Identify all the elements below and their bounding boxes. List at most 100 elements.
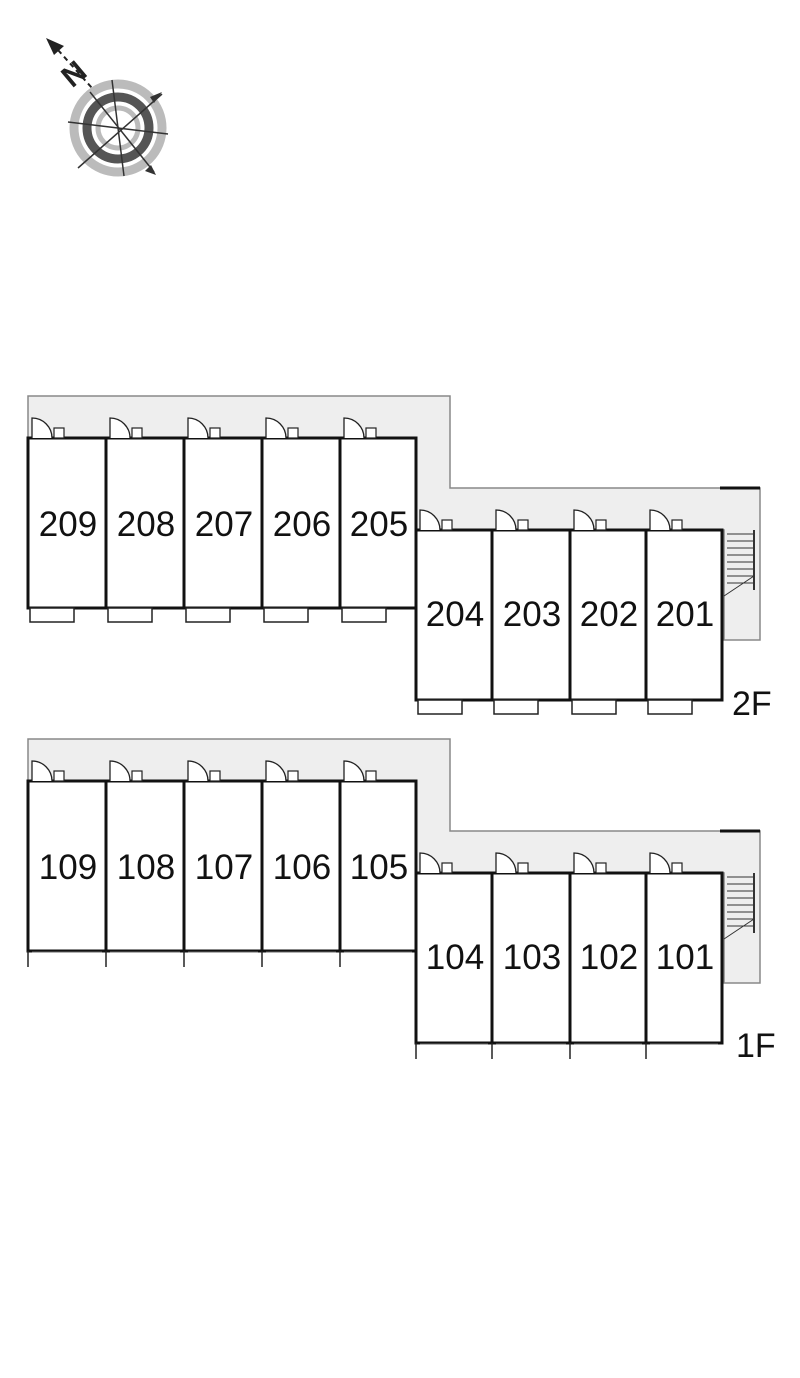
meter-box-icon: [209, 770, 221, 782]
unit-label-106: 106: [273, 848, 331, 887]
meter-box-icon: [441, 519, 453, 531]
door-icon: [649, 852, 671, 874]
unit-204: 204: [414, 509, 494, 715]
unit-203: 203: [490, 509, 572, 715]
unit-label-201: 201: [656, 595, 714, 634]
unit-wall: [260, 779, 342, 953]
unit-wall: [414, 528, 494, 702]
unit-wall: [338, 779, 418, 953]
compass-north-label: N: [55, 55, 93, 94]
meter-box-icon: [517, 519, 529, 531]
balcony: [107, 607, 153, 623]
balcony: [185, 607, 231, 623]
unit-109: 109: [26, 760, 108, 967]
door-icon: [31, 417, 53, 439]
door-icon: [343, 417, 365, 439]
stair-edge: [723, 918, 755, 940]
meter-box-icon: [53, 770, 65, 782]
unit-label-103: 103: [503, 938, 561, 977]
meter-box-icon: [287, 770, 299, 782]
door-icon: [343, 760, 365, 782]
balcony: [29, 607, 75, 623]
door-icon: [109, 417, 131, 439]
meter-box-icon: [365, 770, 377, 782]
unit-label-105: 105: [350, 848, 408, 887]
unit-label-101: 101: [656, 938, 714, 977]
unit-wall: [26, 779, 108, 953]
meter-box-icon: [287, 427, 299, 439]
stairs-icon: [723, 530, 755, 597]
door-icon: [265, 417, 287, 439]
unit-206: 206: [260, 417, 342, 623]
meter-box-icon: [517, 862, 529, 874]
door-icon: [187, 417, 209, 439]
meter-box-icon: [209, 427, 221, 439]
unit-105: 105: [338, 760, 418, 967]
unit-102: 102: [568, 852, 648, 1059]
unit-wall: [644, 528, 724, 702]
meter-box-icon: [671, 862, 683, 874]
unit-label-102: 102: [580, 938, 638, 977]
meter-box-icon: [595, 519, 607, 531]
unit-103: 103: [490, 852, 572, 1059]
meter-box-icon: [441, 862, 453, 874]
unit-wall: [568, 528, 648, 702]
unit-wall: [104, 436, 186, 610]
unit-wall: [104, 779, 186, 953]
unit-wall: [182, 779, 264, 953]
compass-rose-icon: N: [46, 38, 169, 177]
unit-wall: [182, 436, 264, 610]
unit-wall: [260, 436, 342, 610]
meter-box-icon: [671, 519, 683, 531]
door-icon: [495, 509, 517, 531]
floor-1f-plan: 109 108 107 106 105 104 103 102 101: [26, 738, 761, 1059]
door-icon: [419, 852, 441, 874]
unit-208: 208: [104, 417, 186, 623]
unit-wall: [644, 871, 724, 1045]
door-icon: [419, 509, 441, 531]
stair-edge: [723, 575, 755, 597]
unit-label-107: 107: [195, 848, 253, 887]
door-icon: [649, 509, 671, 531]
unit-207: 207: [182, 417, 264, 623]
balcony: [263, 607, 309, 623]
door-icon: [495, 852, 517, 874]
meter-box-icon: [365, 427, 377, 439]
unit-label-209: 209: [39, 505, 97, 544]
unit-104: 104: [414, 852, 494, 1059]
unit-202: 202: [568, 509, 648, 715]
floor-label-1f: 1F: [736, 1027, 776, 1065]
meter-box-icon: [131, 427, 143, 439]
unit-wall: [338, 436, 418, 610]
door-icon: [31, 760, 53, 782]
unit-label-203: 203: [503, 595, 561, 634]
door-icon: [187, 760, 209, 782]
meter-box-icon: [131, 770, 143, 782]
meter-box-icon: [595, 862, 607, 874]
unit-label-104: 104: [426, 938, 484, 977]
unit-label-206: 206: [273, 505, 331, 544]
unit-209: 209: [26, 417, 108, 623]
unit-107: 107: [182, 760, 264, 967]
unit-wall: [26, 436, 108, 610]
balcony: [647, 699, 693, 715]
door-icon: [109, 760, 131, 782]
meter-box-icon: [53, 427, 65, 439]
balcony: [417, 699, 463, 715]
balcony: [493, 699, 539, 715]
unit-label-109: 109: [39, 848, 97, 887]
unit-wall: [490, 528, 572, 702]
unit-wall: [490, 871, 572, 1045]
door-icon: [573, 509, 595, 531]
door-icon: [573, 852, 595, 874]
balcony: [571, 699, 617, 715]
unit-label-205: 205: [350, 505, 408, 544]
stairs-icon: [723, 873, 755, 940]
unit-label-108: 108: [117, 848, 175, 887]
unit-205: 205: [338, 417, 418, 623]
floor-label-2f: 2F: [732, 685, 772, 723]
balcony: [341, 607, 387, 623]
door-icon: [265, 760, 287, 782]
